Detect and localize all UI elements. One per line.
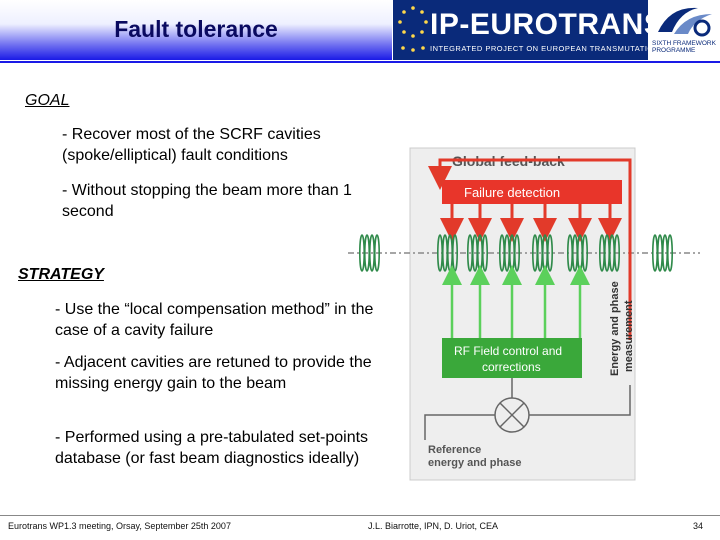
title-bar (0, 0, 392, 60)
strategy-heading: STRATEGY (18, 266, 104, 283)
cavity-cell (613, 234, 620, 272)
fp6-logo (650, 2, 720, 60)
reference-label-1: Reference (428, 444, 481, 456)
goal-item-2: - Without stopping the beam more than 1 … (62, 182, 352, 220)
strategy-item-3: - Performed using a pre-tabulated set-po… (55, 429, 369, 467)
rf-control-label-2: corrections (482, 360, 541, 374)
fp6-text: SIXTH FRAMEWORK PROGRAMME (652, 40, 716, 54)
logo-sub-text: INTEGRATED PROJECT ON EUROPEAN TRANSMUTA… (430, 44, 660, 53)
fp6-swirl-icon (658, 7, 712, 37)
measurement-label-1: Energy and phase (609, 281, 621, 376)
footer-rule (0, 515, 720, 516)
strategy-item-1: - Use the “local compensation method” in… (55, 301, 374, 339)
header-rule (0, 61, 720, 63)
reference-label-2: energy and phase (428, 457, 522, 469)
cavity-cell (666, 234, 673, 272)
measurement-label-2: measurement (623, 300, 635, 372)
slide-title: Fault tolerance (114, 16, 278, 42)
rf-control-box (442, 338, 582, 378)
goal-heading: GOAL (25, 92, 70, 109)
eu-stars-icon (398, 6, 428, 52)
cavity-cell (373, 234, 380, 272)
measurement-line (529, 385, 631, 416)
feedback-diagram: Global feed-back Failure detection RF Fi… (348, 147, 700, 481)
logo-main-text: IP-EUROTRANS (430, 8, 665, 41)
failure-detection-box (442, 180, 622, 204)
failure-detection-label: Failure detection (464, 185, 560, 200)
footer-event: Eurotrans WP1.3 meeting, Orsay, Septembe… (8, 521, 231, 531)
eurotrans-logo (393, 0, 648, 60)
footer-authors: J.L. Biarrotte, IPN, D. Uriot, CEA (368, 521, 499, 531)
goal-item-1: - Recover most of the SCRF cavities (spo… (62, 126, 321, 164)
rf-control-label-1: RF Field control and (454, 344, 562, 358)
cavity-cell (651, 234, 658, 272)
reference-line (424, 414, 495, 440)
page-number: 34 (693, 521, 704, 531)
strategy-item-2: - Adjacent cavities are retuned to provi… (55, 354, 372, 392)
